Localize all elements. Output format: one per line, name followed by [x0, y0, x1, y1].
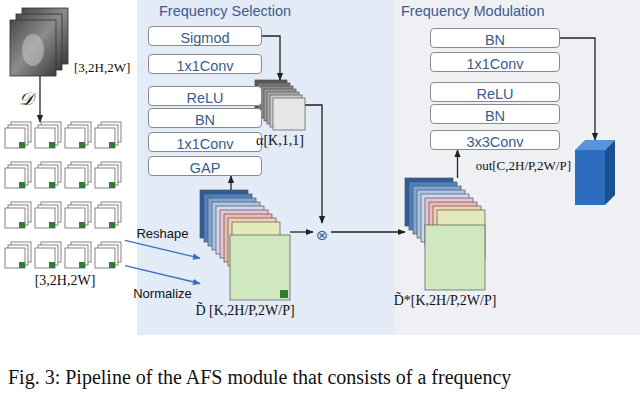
patch-mark — [280, 290, 288, 298]
layer-box: BN — [148, 108, 262, 128]
patch-tile — [5, 162, 31, 188]
input-image — [10, 20, 56, 76]
layer-label: ReLU — [186, 90, 223, 106]
connector-arrow — [331, 231, 405, 232]
layer-label: ReLU — [476, 86, 513, 102]
patch-tile — [5, 242, 31, 268]
layer-box: ReLU — [430, 82, 560, 102]
layer-box: 1x1Conv — [148, 54, 262, 74]
selection-panel-ground — [137, 0, 395, 335]
layer-label: BN — [195, 112, 215, 128]
layer-label: 1x1Conv — [466, 56, 523, 72]
connector-arrow — [262, 36, 280, 80]
tensor-label: D̃ [K,2H/P,2W/P] — [195, 303, 294, 319]
selection-panel: Frequency SelectionSigmod1x1ConvReLUBN1x… — [137, 0, 395, 335]
output-block — [575, 140, 615, 205]
connector-arrow — [230, 176, 231, 190]
patch-tile — [35, 202, 61, 228]
output-block: out[C,2H/P,2W/P] — [575, 140, 615, 205]
layer-label: Sigmod — [180, 30, 229, 46]
patch-tile — [95, 162, 121, 188]
layer-label: BN — [485, 108, 505, 124]
connector-arrow — [125, 240, 200, 258]
patch-tile — [65, 122, 91, 148]
frequency-slices — [200, 190, 290, 300]
output-side — [605, 140, 615, 205]
tensor-label: α[K,1,1] — [256, 133, 304, 149]
tensor-label: out[C,2H/P,2W/P] — [476, 158, 571, 174]
patch-tile — [35, 122, 61, 148]
panel-title: Frequency Modulation — [401, 3, 544, 19]
connector-arrow — [457, 150, 458, 178]
input-images: [3,2H,2W] — [10, 8, 70, 76]
output-front — [575, 150, 605, 205]
connector-arrow — [560, 38, 595, 140]
multiply-symbol: ⊗ — [313, 223, 331, 241]
frequency-slice — [425, 225, 485, 290]
image-organ — [22, 34, 44, 66]
figure-caption: Fig. 3: Pipeline of the AFS module that … — [8, 366, 511, 389]
modulation-panel: Frequency ModulationBN 1x1ConvReLU BN 3x3Co… — [395, 0, 640, 335]
patch-tile — [65, 242, 91, 268]
layer-box: ReLU — [148, 86, 262, 106]
layer-label: GAP — [190, 160, 221, 176]
layer-label: ⊗ — [316, 226, 328, 244]
tensor-label: D̃*[K,2H/P,2W/P] — [394, 293, 497, 309]
layer-label: BN — [485, 32, 505, 48]
modulated-slices — [405, 178, 485, 290]
layer-label: 1x1Conv — [176, 136, 233, 152]
patch-tile — [65, 162, 91, 188]
alpha-slices — [255, 80, 305, 130]
patch-tile — [95, 202, 121, 228]
layer-box: 3x3Conv — [430, 130, 560, 150]
layer-label: 1x1Conv — [176, 58, 233, 74]
layer-box: 1x1Conv — [148, 132, 262, 152]
layer-label: 3x3Conv — [466, 134, 523, 150]
alpha-stack: α[K,1,1] — [255, 80, 305, 130]
tensor-label: [3,2H,2W] — [35, 273, 96, 289]
patch-tile — [5, 202, 31, 228]
frequency-stack: D̃ [K,2H/P,2W/P] — [200, 190, 290, 300]
patch-tile — [65, 202, 91, 228]
frequency-slice — [230, 235, 290, 300]
connector-arrow — [125, 266, 200, 284]
patch-grid: [3,2H,2W] — [5, 122, 125, 270]
layer-box: GAP — [148, 156, 262, 176]
panel-title: Frequency Selection — [159, 3, 291, 19]
layer-box: BN — [430, 28, 560, 48]
layer-box: 1x1Conv — [430, 52, 560, 72]
patch-tile — [95, 122, 121, 148]
edge-label: Reshape — [136, 226, 188, 241]
connector-arrow — [305, 105, 322, 223]
layer-box: BN — [430, 104, 560, 124]
patch-tile — [35, 162, 61, 188]
layer-box: Sigmod — [148, 26, 262, 46]
patch-tile — [5, 122, 31, 148]
connector-arrow — [290, 231, 313, 232]
edge-label: 𝒟 — [19, 88, 33, 110]
connector-arrow — [39, 76, 40, 122]
modulation-panel-ground — [395, 0, 640, 335]
patch-tile — [95, 242, 121, 268]
edge-label: Normalize — [133, 286, 192, 301]
tensor-label: [3,2H,2W] — [74, 60, 130, 76]
alpha-slice — [273, 98, 305, 130]
patch-tile — [35, 242, 61, 268]
modulated-stack: D̃*[K,2H/P,2W/P] — [405, 178, 485, 290]
